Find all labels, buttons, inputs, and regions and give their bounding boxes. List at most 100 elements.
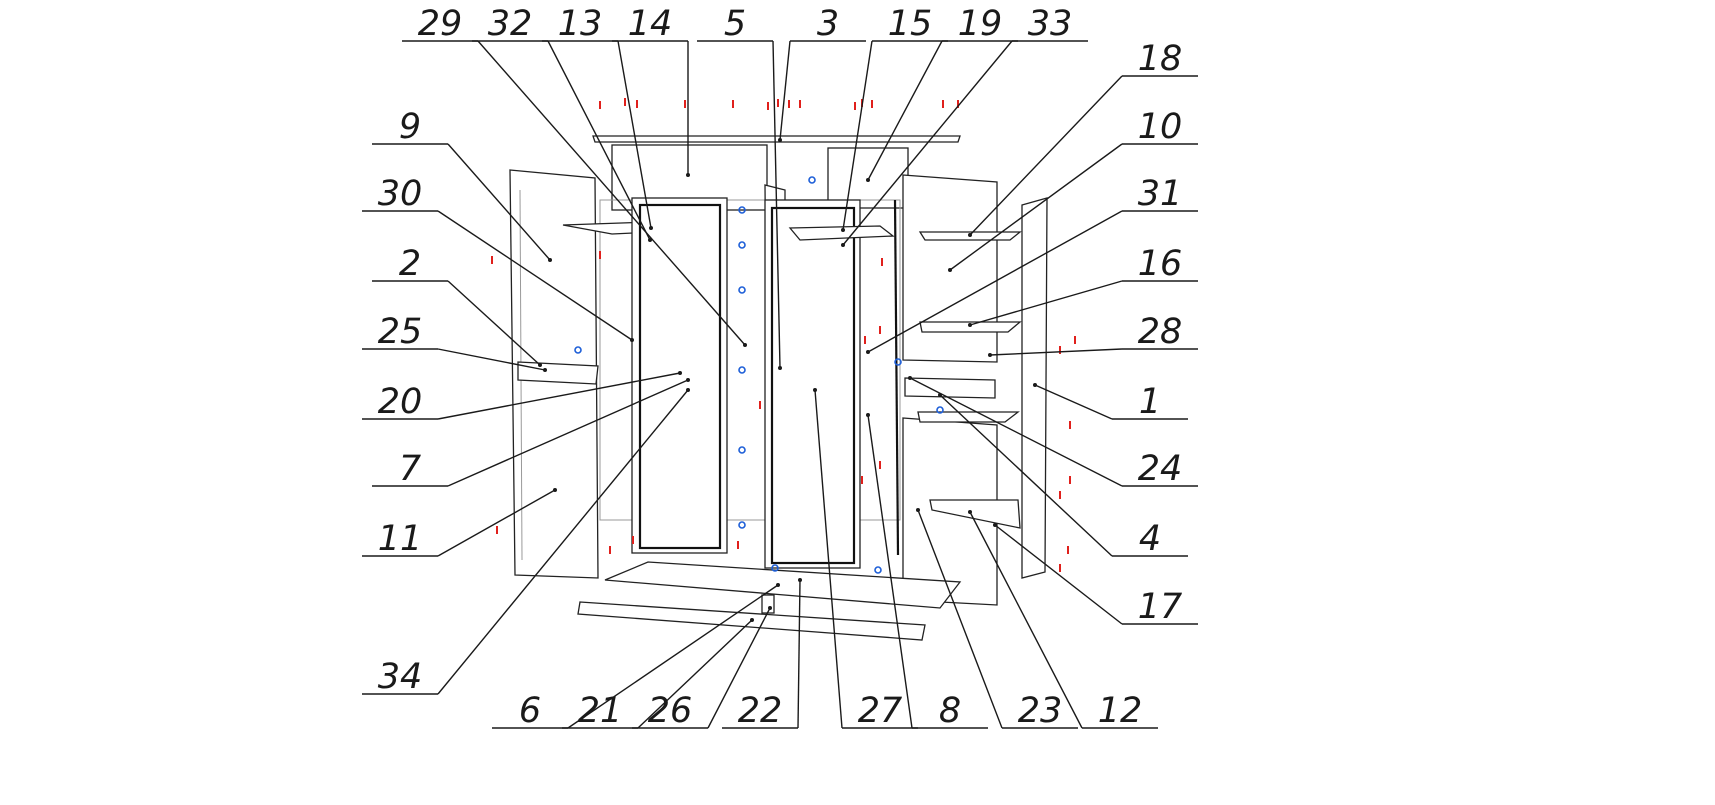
right-rail [904,377,996,399]
leader-line [437,348,546,371]
leader-line [437,210,633,341]
callout-16: 16 [968,244,1198,327]
callout-21: 21 [562,618,754,731]
leader-dot [841,228,845,232]
leader-dot [968,510,972,514]
leader-dot [686,388,690,392]
right-door [1021,197,1048,579]
callout-10: 10 [948,107,1198,272]
leader-dot [648,238,652,242]
leader-dot [686,378,690,382]
hardware-blue-mark [738,206,746,214]
hardware-blue-mark [738,286,746,294]
leader-line [447,280,541,366]
leader-line [939,394,1113,557]
leader-line [617,40,652,229]
leader-line [637,619,753,729]
leader-dot [630,338,634,342]
callout-34: 34 [362,388,690,697]
leader-dot [686,173,690,177]
plinth-bracket [761,594,775,614]
callout-number: 14 [628,4,673,44]
callout-17: 17 [993,523,1198,627]
callout-number: 17 [1138,587,1183,627]
callout-23: 23 [916,508,1078,731]
leader-line [547,40,651,241]
hardware-blue-mark [874,566,882,574]
mirror-door-left [631,197,728,554]
callout-24: 24 [908,376,1198,489]
callout-20: 20 [362,371,682,422]
hardware-marks [491,98,1076,574]
hardware-blue-mark [894,358,902,366]
callout-6: 6 [492,583,780,731]
leader-line [842,40,873,231]
leader-line [989,348,1123,356]
leader-dot [968,323,972,327]
callout-number: 19 [958,4,1003,44]
callout-14: 14 [612,4,690,177]
callout-9: 9 [372,107,552,262]
furniture-parts [509,135,1048,641]
leader-dot [776,583,780,587]
callout-number: 23 [1018,691,1063,731]
leader-line [994,524,1123,625]
hardware-blue-mark [738,366,746,374]
leader-dot [778,366,782,370]
callout-number: 4 [1139,519,1161,559]
leader-dot [993,523,997,527]
leader-line [867,210,1123,353]
leader-dot [649,226,653,230]
leader-line [779,40,791,141]
callout-number: 2 [399,244,421,284]
callout-12: 12 [968,510,1158,731]
mirror-door-right [764,199,861,569]
callout-number: 11 [378,519,423,559]
callout-25: 25 [362,312,547,372]
callout-number: 25 [378,312,423,352]
callout-2: 2 [372,244,542,367]
leader-dot [866,413,870,417]
callout-number: 27 [858,691,903,731]
hardware-blue-mark [738,446,746,454]
callout-13: 13 [542,4,653,230]
hardware-blue-mark [936,406,944,414]
leader-dot [866,350,870,354]
leader-dot [553,488,557,492]
callout-11: 11 [362,488,557,559]
leader-dot [988,353,992,357]
callout-number: 20 [378,382,423,422]
callout-number: 5 [724,4,746,44]
leader-dot [938,393,942,397]
callout-number: 21 [578,691,623,731]
right-shelf-4 [929,499,1021,529]
hardware-blue-mark [771,564,779,572]
leader-dot [813,388,817,392]
callout-number: 22 [738,691,783,731]
hardware-blue-mark [738,241,746,249]
callout-number: 18 [1138,39,1183,79]
leader-dot [798,578,802,582]
leader-line [437,389,689,695]
leader-dot [743,343,747,347]
callout-7: 7 [372,378,690,489]
leader-line [477,40,746,346]
callout-4: 4 [938,393,1188,559]
leader-dot [916,508,920,512]
callout-number: 30 [378,174,423,214]
callout-number: 13 [558,4,603,44]
top-panel [592,135,961,143]
callout-number: 9 [399,107,421,147]
callout-29: 29 [402,4,747,347]
callout-8: 8 [866,413,988,731]
leader-line [949,143,1123,271]
callout-18: 18 [968,39,1198,237]
callout-number: 6 [519,691,541,731]
callout-number: 1 [1139,382,1161,422]
leader-dot [968,233,972,237]
callout-15: 15 [841,4,948,232]
callout-number: 7 [399,449,421,489]
leader-line [969,75,1123,236]
leader-line [437,489,556,557]
